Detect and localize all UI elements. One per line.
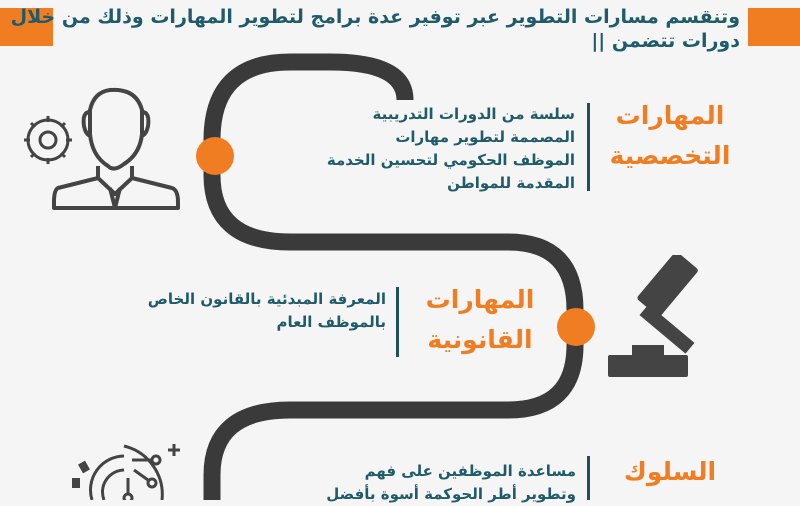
road-marker-1 [196,137,234,175]
header-tab-right [748,8,800,46]
header-line-1: وتنقسم مسارات التطوير عبر توفير عدة برام… [10,6,740,28]
header-tab-left [0,8,53,46]
header-line-2: دورات تتضمن || [591,30,740,52]
road-marker-2 [557,308,595,346]
